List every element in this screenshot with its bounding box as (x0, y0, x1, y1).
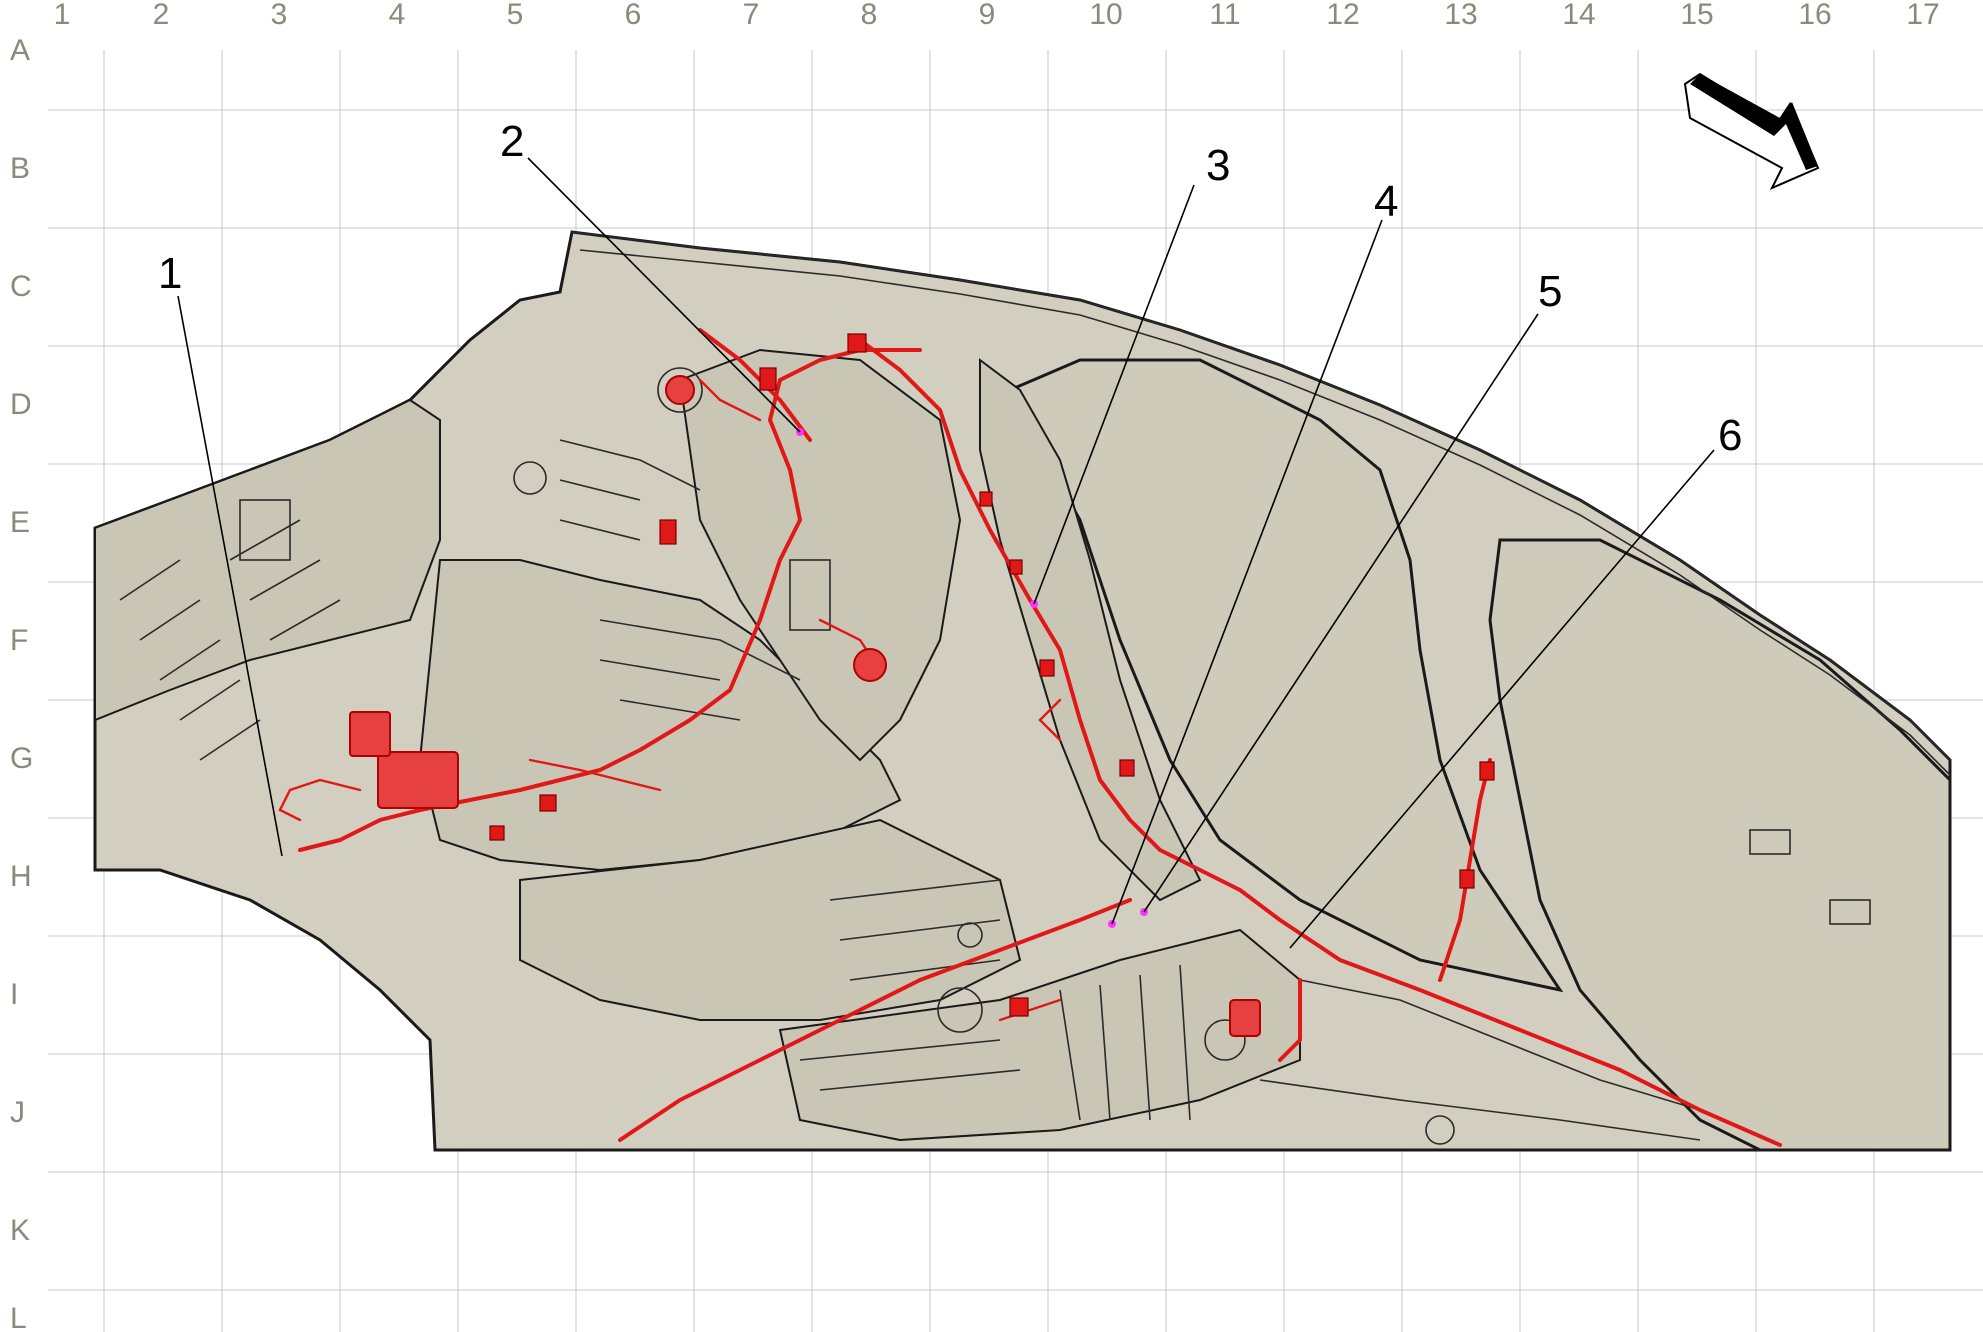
grid-column-labels: 1 2 3 4 5 6 7 8 9 10 11 12 13 14 15 16 1… (54, 0, 1940, 31)
grid-column-label: 13 (1444, 0, 1477, 31)
grid-column-label: 1 (54, 0, 71, 31)
grid-column-label: 4 (389, 0, 406, 31)
grid-row-label: G (10, 742, 33, 775)
grid-row-label: J (10, 1096, 25, 1129)
grid-row-label: D (10, 388, 32, 421)
grid-column-label: 11 (1209, 0, 1240, 31)
vehicle-body-illustration (93, 230, 1952, 1152)
grid-column-label: 8 (861, 0, 878, 31)
grid-column-label: 17 (1906, 0, 1939, 31)
callout-labels: 1 2 3 4 5 6 (158, 117, 1742, 460)
harness-module (349, 711, 391, 757)
harness-connector (847, 333, 867, 353)
grid-row-label: I (10, 978, 18, 1011)
callout-number-1: 1 (158, 249, 182, 298)
wiring-harness (278, 328, 1782, 1147)
front-direction-arrow-icon (1683, 72, 1820, 191)
grid-row-label: B (10, 152, 30, 185)
grid-column-label: 15 (1680, 0, 1713, 31)
harness-grommet (665, 375, 695, 405)
harness-connector (1009, 997, 1029, 1017)
grid-row-label: C (10, 270, 32, 303)
callout-leader-3 (1033, 184, 1195, 605)
callout-number-5: 5 (1538, 267, 1562, 316)
harness-connector (1039, 659, 1055, 677)
callout-number-2: 2 (500, 117, 524, 166)
grid-column-label: 12 (1326, 0, 1359, 31)
grid-column-label: 2 (153, 0, 170, 31)
callout-leader-4 (1111, 219, 1383, 925)
callout-leader-2 (527, 157, 801, 433)
grid-row-label: K (10, 1214, 30, 1247)
harness-connector (1479, 761, 1495, 781)
grid-column-label: 7 (743, 0, 760, 31)
harness-connector (1459, 869, 1475, 889)
harness-connector (979, 491, 993, 507)
harness-connector (1119, 759, 1135, 777)
harness-connector (1009, 559, 1023, 575)
harness-module (377, 751, 459, 809)
harness-grommet (1229, 999, 1261, 1037)
grid-column-label: 9 (979, 0, 996, 31)
grid-row-labels: A B C D E F G H I J K L (10, 34, 33, 1332)
callout-leaders (177, 157, 1715, 949)
harness-connector (489, 825, 505, 841)
grid-column-label: 16 (1798, 0, 1831, 31)
grid-row-label: H (10, 860, 32, 893)
grid-column-label: 5 (507, 0, 524, 31)
harness-connector (539, 794, 557, 812)
harness-connector (659, 519, 677, 545)
grid-row-label: E (10, 506, 30, 539)
grid-row-label: F (10, 624, 28, 657)
grid-column-label: 3 (271, 0, 288, 31)
callout-number-3: 3 (1206, 141, 1230, 190)
harness-connector (759, 367, 777, 391)
callout-number-4: 4 (1374, 177, 1398, 226)
callout-leader-6 (1289, 449, 1715, 949)
grid-row-label: A (10, 34, 30, 67)
grid-column-label: 6 (625, 0, 642, 31)
harness-grommet (853, 648, 887, 682)
callout-leader-5 (1143, 313, 1539, 913)
callout-leader-1 (177, 295, 283, 857)
grid-column-label: 10 (1089, 0, 1122, 31)
grid-row-label: L (10, 1302, 27, 1332)
grid-column-label: 14 (1562, 0, 1595, 31)
callout-number-6: 6 (1718, 411, 1742, 460)
